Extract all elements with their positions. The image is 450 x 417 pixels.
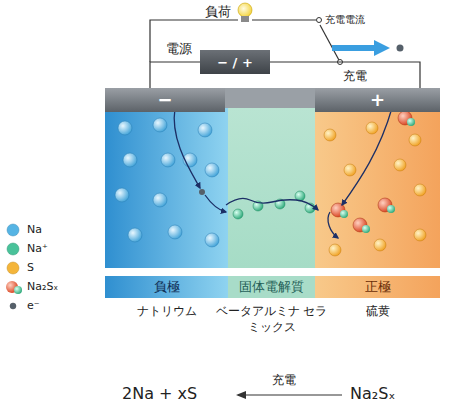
sulfur-atom xyxy=(344,164,356,176)
legend-row: Na⁺ xyxy=(4,239,58,258)
reactant-formula: 2Na + xS xyxy=(122,384,197,403)
terminal-sign: − xyxy=(157,90,172,110)
sodium-atom xyxy=(153,193,167,207)
legend-swatch xyxy=(4,279,24,295)
legend-swatch xyxy=(4,241,24,257)
legend-row: Na₂Sₓ xyxy=(4,277,58,296)
terminal-sign: + xyxy=(370,90,385,110)
sulfur-atom xyxy=(329,244,341,256)
legend-text: e⁻ xyxy=(27,299,40,312)
legend-text: Na xyxy=(27,223,42,236)
sodium-atom xyxy=(128,228,142,242)
source-label: 電源 xyxy=(166,40,192,58)
sodium-polysulfide xyxy=(331,203,348,218)
source-sign: − / + xyxy=(217,55,253,70)
product-formula: Na₂Sₓ xyxy=(350,384,395,403)
circuit-wire xyxy=(270,62,420,88)
sodium-ion xyxy=(233,209,243,219)
band-label: 負極 xyxy=(154,278,180,296)
current-label: 充電電流 xyxy=(325,13,365,27)
band-label: 固体電解質 xyxy=(239,278,304,296)
material-label: ベータアルミナ セラミックス xyxy=(212,304,331,335)
material-label: 硫黄 xyxy=(299,304,450,320)
charge-label: 充電 xyxy=(272,372,296,389)
bulb-icon xyxy=(238,3,252,22)
sodium-atom xyxy=(168,225,182,239)
sulfur-atom xyxy=(414,229,426,241)
electrode-band: 負極ナトリウム xyxy=(105,276,228,298)
negative-terminal: − xyxy=(105,88,225,112)
band-label: 正極 xyxy=(365,278,391,296)
sodium-polysulfide xyxy=(378,198,395,213)
sodium-atom xyxy=(198,123,212,137)
sulfur-atom xyxy=(324,129,336,141)
sodium-atom xyxy=(118,121,132,135)
legend-row: e⁻ xyxy=(4,296,58,315)
sodium-atom xyxy=(115,188,129,202)
charge-label: 充電 xyxy=(343,68,367,85)
reaction-arrow xyxy=(236,391,342,399)
sulfur-atom xyxy=(414,184,426,196)
power-source: 電源− / + xyxy=(200,50,270,74)
legend-text: S xyxy=(27,261,34,274)
electron-path xyxy=(174,108,392,238)
sulfur-atom xyxy=(374,239,386,251)
sodium-atom xyxy=(161,153,175,167)
sulfur-atom xyxy=(394,159,406,171)
charge-arrow xyxy=(332,40,404,56)
electrolyte-region xyxy=(228,108,315,268)
sodium-atom xyxy=(205,233,219,247)
sulfur-atom xyxy=(409,134,421,146)
load-label: 負荷 xyxy=(205,3,231,21)
positive-terminal: + xyxy=(315,88,440,112)
circuit-wire xyxy=(150,62,200,88)
legend-swatch xyxy=(4,298,24,314)
legend-swatch xyxy=(4,260,24,276)
sodium-atom xyxy=(153,118,167,132)
legend-swatch xyxy=(4,222,24,238)
legend-row: Na xyxy=(4,220,58,239)
sulfur-atom xyxy=(366,122,378,134)
legend: NaNa⁺ S Na₂Sₓ e⁻ xyxy=(4,220,58,315)
legend-row: S xyxy=(4,258,58,277)
sodium-atom xyxy=(205,163,219,177)
negative-region xyxy=(105,108,228,268)
legend-text: Na₂Sₓ xyxy=(27,280,58,293)
legend-text: Na⁺ xyxy=(27,242,48,255)
electrode-band: 固体電解質ベータアルミナ セラミックス xyxy=(228,276,315,298)
top-cover xyxy=(225,88,315,108)
positive-region xyxy=(315,108,440,268)
switch-contact xyxy=(317,18,322,23)
electrode-band: 正極硫黄 xyxy=(315,276,440,298)
sodium-polysulfide xyxy=(398,111,415,126)
sodium-polysulfide xyxy=(353,218,370,233)
sodium-atom xyxy=(123,153,137,167)
electron xyxy=(199,189,205,195)
